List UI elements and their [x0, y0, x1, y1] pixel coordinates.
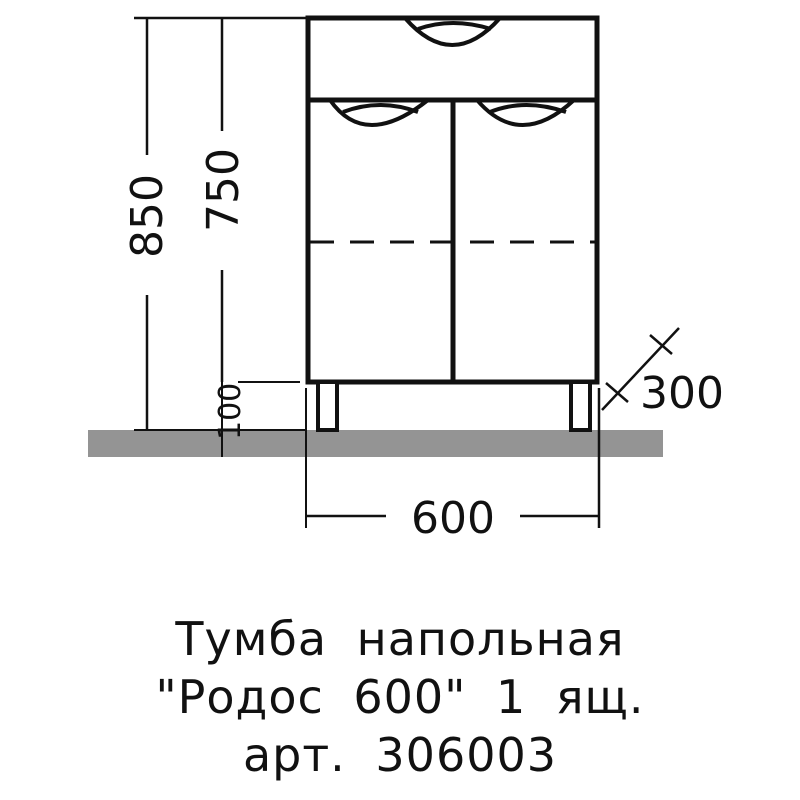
right-door-handle [475, 98, 576, 127]
cabinet [305, 15, 600, 385]
caption-title: Тумба напольная [175, 612, 625, 666]
dim-300-label: 300 [640, 368, 724, 419]
right-leg [569, 380, 592, 432]
left-leg [316, 380, 339, 432]
dimension-600: 600 [305, 388, 601, 544]
dim-100-label: 100 [213, 383, 248, 440]
dimension-850: 850 [122, 18, 173, 430]
caption-article: арт. 306003 [242, 728, 558, 782]
caption-model: "Родос 600" 1 ящ. [155, 670, 645, 724]
dim-850-label: 850 [122, 174, 173, 258]
dimension-300: 300 [601, 327, 724, 419]
left-door-handle [328, 98, 430, 127]
dim-750-label: 750 [198, 148, 249, 232]
dimension-750: 750 [198, 18, 249, 382]
dimension-100: 100 [134, 381, 306, 457]
floor-band [88, 430, 663, 457]
dim-600-label: 600 [411, 493, 495, 544]
drawer-handle [403, 16, 502, 47]
